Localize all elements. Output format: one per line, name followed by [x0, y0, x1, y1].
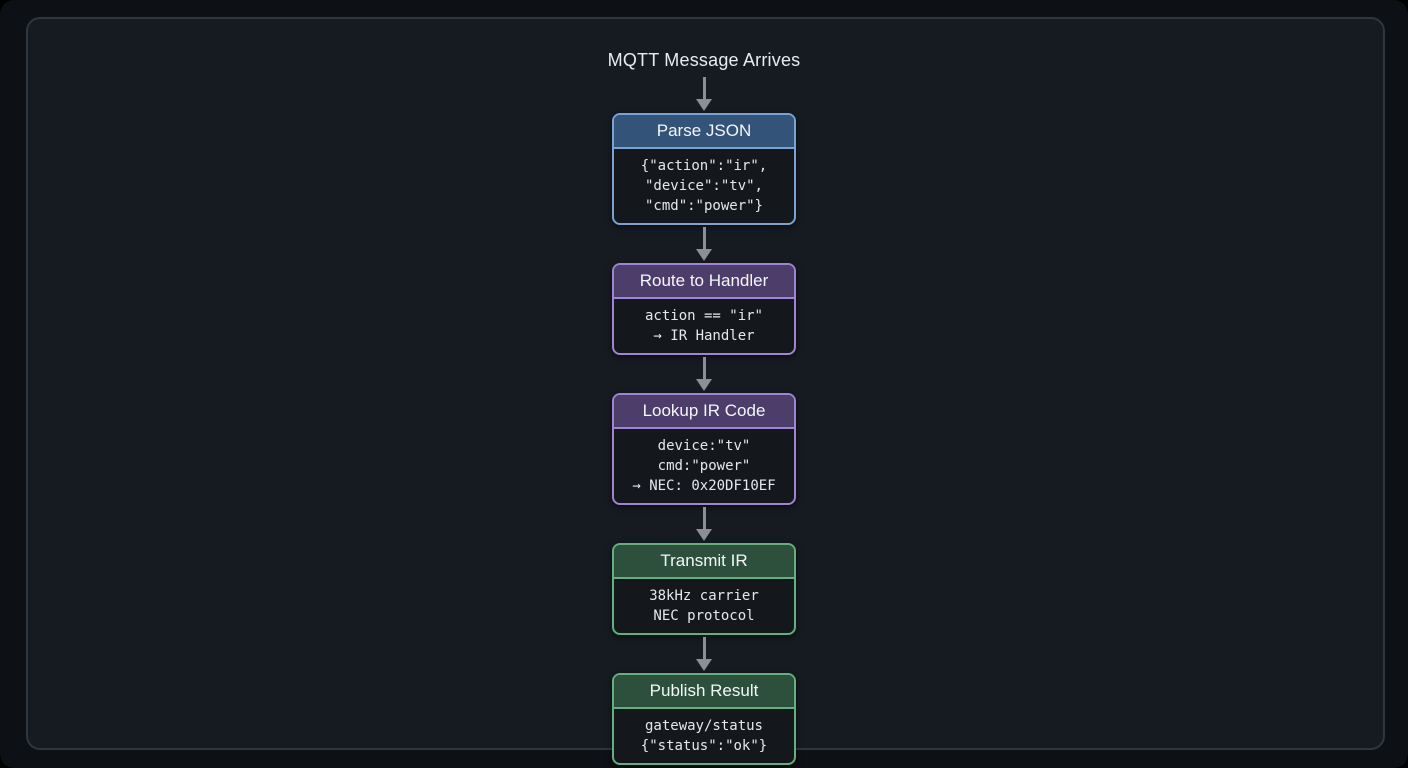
arrow-line: [702, 637, 706, 659]
arrow-line: [702, 357, 706, 379]
node-title: Publish Result: [614, 675, 794, 709]
node-title: Parse JSON: [614, 115, 794, 149]
flow-node-parse-json: Parse JSON {"action":"ir", "device":"tv"…: [612, 113, 796, 225]
code-line: NEC protocol: [653, 608, 755, 624]
code-line: → NEC: 0x20DF10EF: [632, 478, 776, 494]
node-title: Transmit IR: [614, 545, 794, 579]
code-line: {"action":"ir",: [640, 158, 768, 174]
arrow-line: [702, 227, 706, 249]
code-line: device:"tv": [657, 438, 751, 454]
flow-arrow: [696, 77, 712, 111]
arrow-down-icon: [696, 659, 712, 671]
code-line: action == "ir": [644, 308, 763, 324]
code-line: 38kHz carrier: [649, 588, 759, 604]
code-line: {"status":"ok"}: [640, 738, 768, 754]
arrow-line: [702, 77, 706, 99]
code-line: "device":"tv",: [644, 178, 763, 194]
code-line: cmd:"power": [657, 458, 751, 474]
node-code: gateway/status {"status":"ok"}: [614, 709, 794, 763]
node-code: action == "ir" → IR Handler: [614, 299, 794, 353]
node-title: Lookup IR Code: [614, 395, 794, 429]
flow-node-transmit-ir: Transmit IR 38kHz carrier NEC protocol: [612, 543, 796, 635]
code-line: "cmd":"power"}: [644, 198, 763, 214]
arrow-down-icon: [696, 99, 712, 111]
flow-arrow: [696, 507, 712, 541]
flow-arrow: [696, 227, 712, 261]
code-line: → IR Handler: [653, 328, 755, 344]
node-code: 38kHz carrier NEC protocol: [614, 579, 794, 633]
arrow-down-icon: [696, 529, 712, 541]
flow-arrow: [696, 357, 712, 391]
mqtt-flowchart: MQTT Message Arrives Parse JSON {"action…: [0, 17, 1408, 765]
flow-node-route-to-handler: Route to Handler action == "ir" → IR Han…: [612, 263, 796, 355]
arrow-down-icon: [696, 249, 712, 261]
code-line: gateway/status: [644, 718, 763, 734]
arrow-line: [702, 507, 706, 529]
flow-node-lookup-ir-code: Lookup IR Code device:"tv" cmd:"power" →…: [612, 393, 796, 505]
flow-node-publish-result: Publish Result gateway/status {"status":…: [612, 673, 796, 765]
node-title: Route to Handler: [614, 265, 794, 299]
node-code: device:"tv" cmd:"power" → NEC: 0x20DF10E…: [614, 429, 794, 503]
arrow-down-icon: [696, 379, 712, 391]
node-code: {"action":"ir", "device":"tv", "cmd":"po…: [614, 149, 794, 223]
flow-start-label: MQTT Message Arrives: [607, 50, 801, 70]
flow-arrow: [696, 637, 712, 671]
